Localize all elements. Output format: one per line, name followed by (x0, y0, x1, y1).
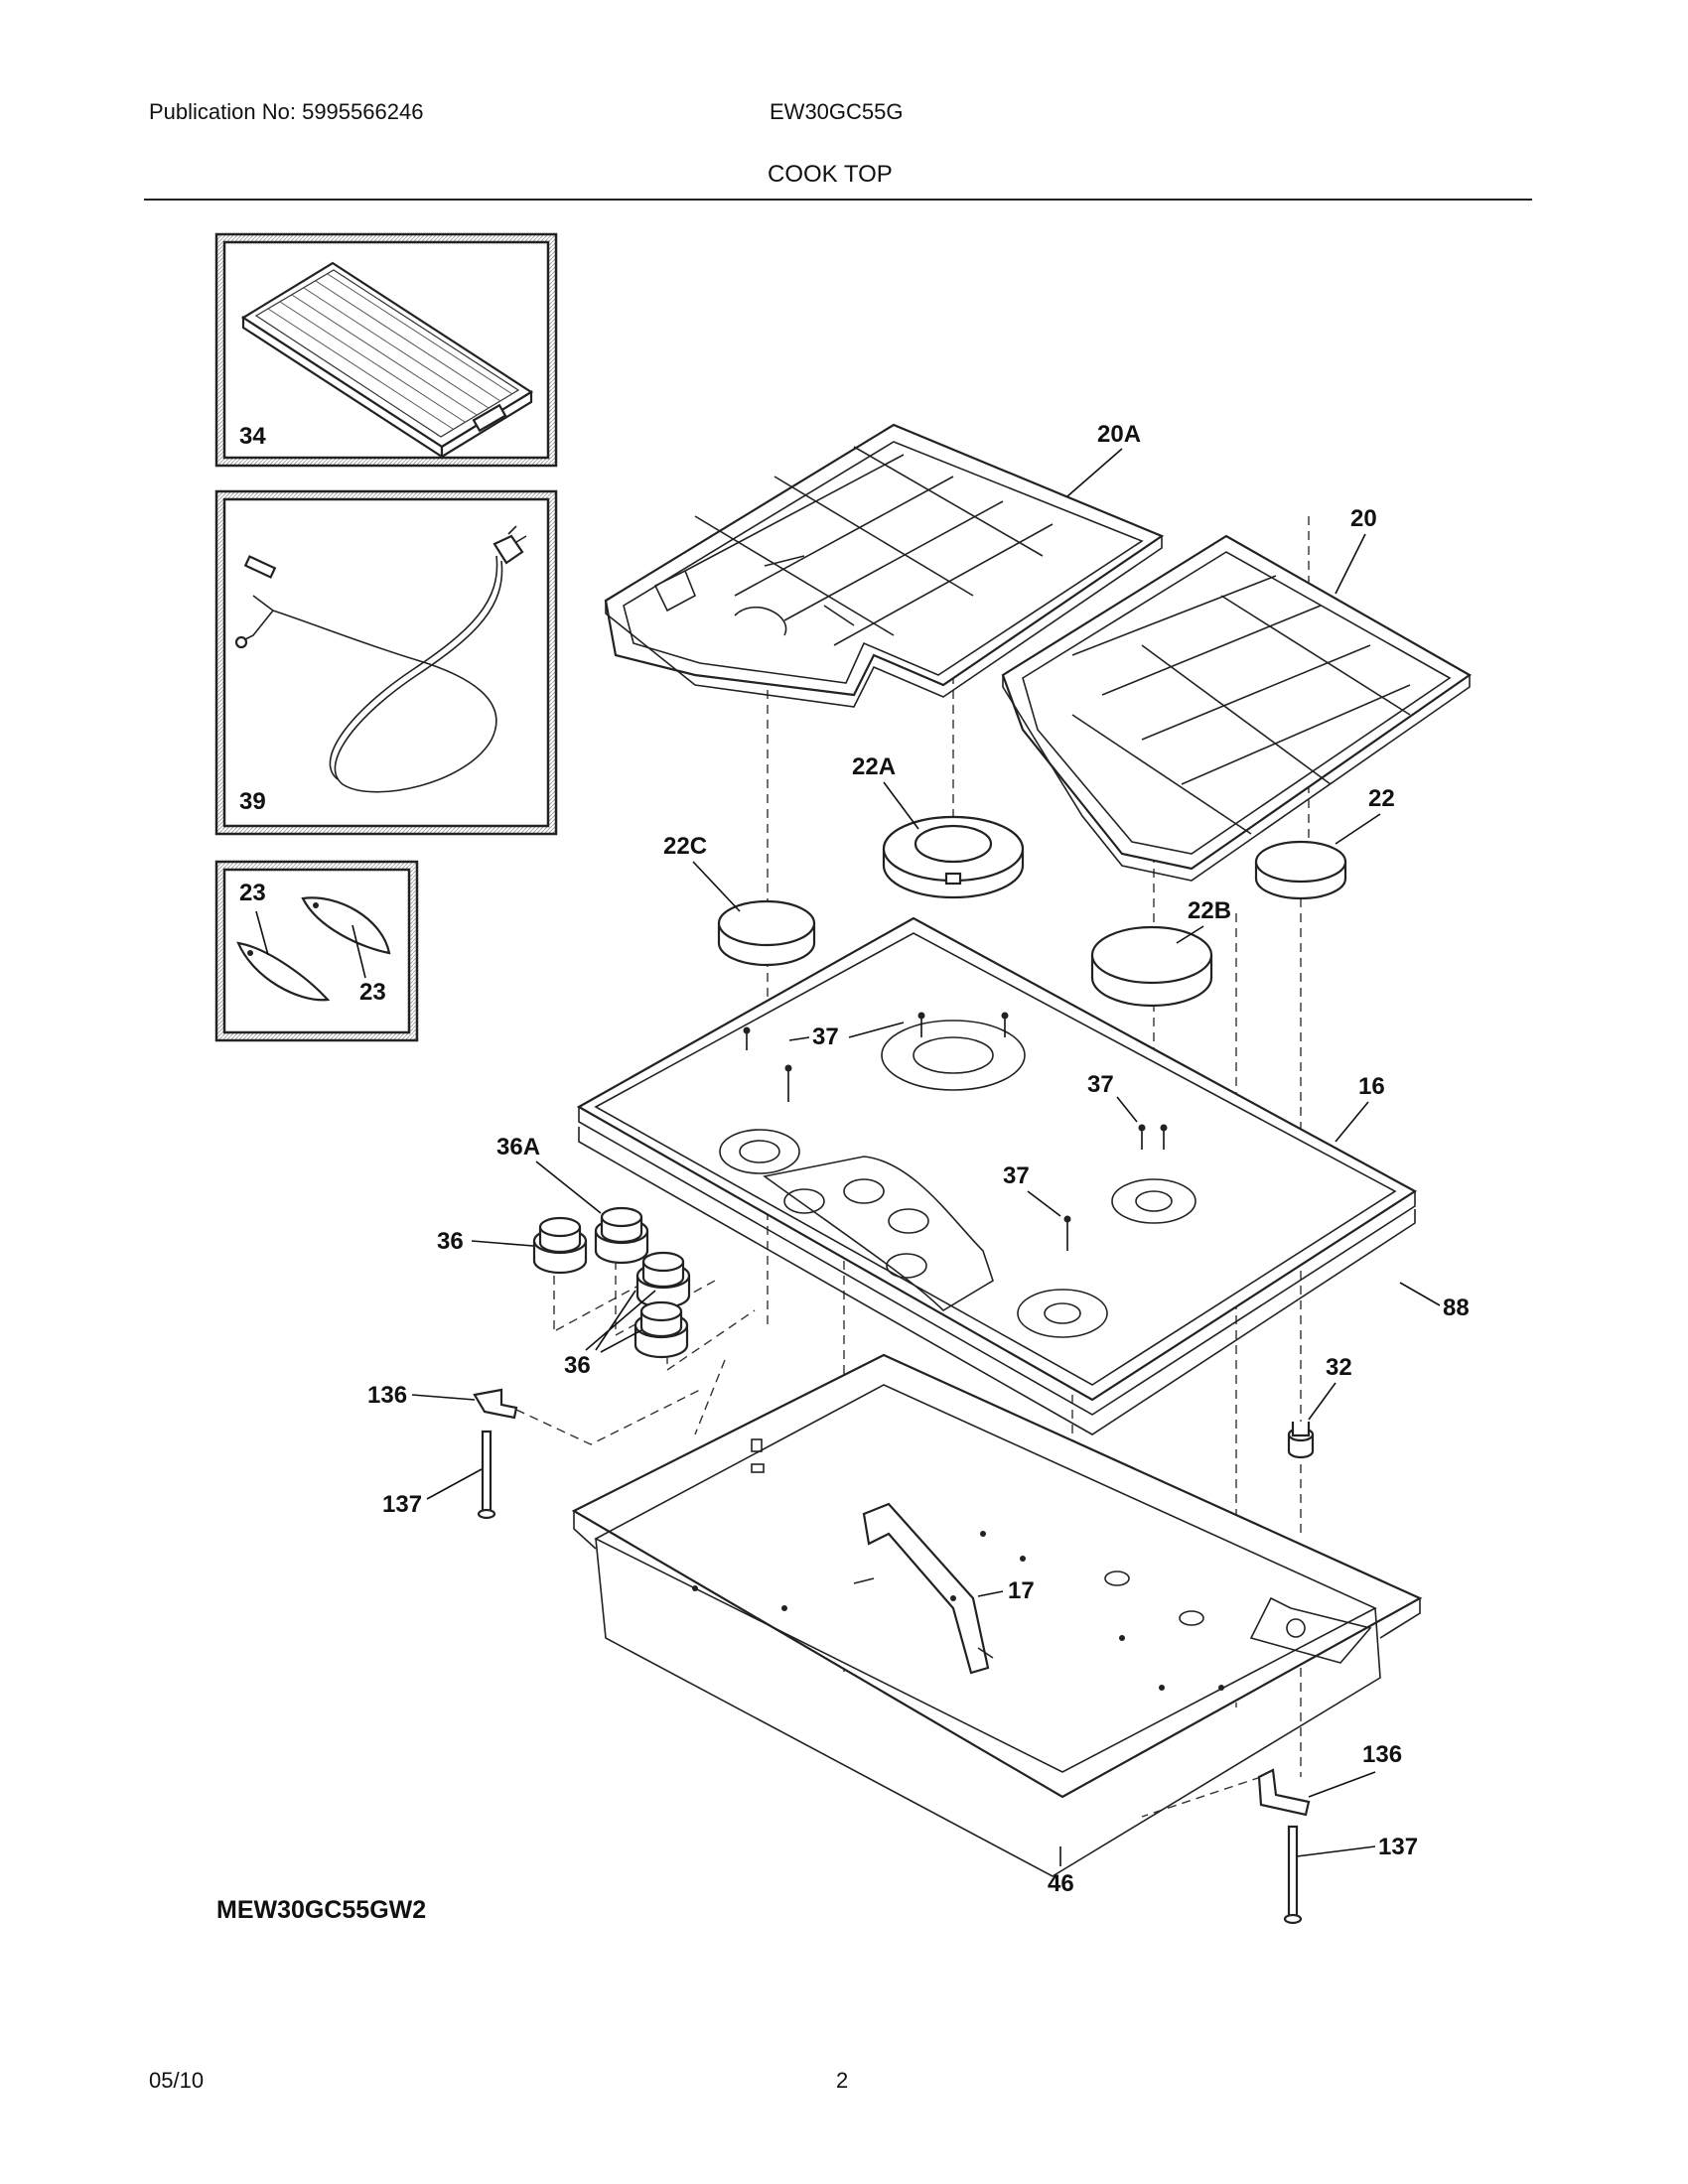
screw-c-label: 37 (1003, 1162, 1030, 1189)
bracket-left (473, 1388, 518, 1420)
knob-icon (635, 1251, 691, 1309)
knob-icon (594, 1206, 649, 1265)
regulator-label: 32 (1326, 1354, 1352, 1381)
knob-36a-label: 36A (496, 1134, 540, 1160)
bolt-right-label: 137 (1378, 1834, 1418, 1860)
bracket-right-label: 136 (1362, 1741, 1402, 1768)
screw-a-label: 37 (812, 1024, 839, 1050)
grate-right-label: 20 (1350, 505, 1377, 532)
power-cord-icon (234, 525, 527, 793)
screw-b-label: 37 (1087, 1071, 1114, 1098)
bolt-left (477, 1430, 496, 1520)
header-rule (144, 199, 1532, 201)
burner-22a-label: 22A (852, 753, 896, 780)
gasket-label: 88 (1443, 1295, 1470, 1321)
footer-date: 05/10 (149, 2068, 205, 2093)
burner-22c (717, 899, 816, 967)
grate-right (1001, 534, 1473, 882)
inset-power-cord: 39 (214, 489, 558, 836)
burner-box (571, 1353, 1423, 1877)
knob-icon (633, 1300, 689, 1359)
burner-22-label: 22 (1368, 785, 1395, 812)
burner-22c-label: 22C (663, 833, 707, 860)
bracket-right (1257, 1768, 1311, 1817)
inset-griddle: 34 (214, 232, 558, 468)
cooktop-label: 16 (1358, 1073, 1385, 1100)
footer-page: 2 (836, 2068, 849, 2093)
burner-22 (1254, 840, 1347, 900)
burner-22b (1090, 925, 1213, 1008)
burner-box-label: 46 (1048, 1870, 1074, 1897)
bolt-right (1283, 1825, 1303, 1925)
clip-a-label: 23 (239, 880, 266, 906)
griddle-icon (240, 261, 534, 460)
cooktop (576, 916, 1418, 1435)
knob-36-group-label: 36 (564, 1352, 591, 1379)
clip-b-label: 23 (359, 979, 386, 1006)
grate-left (604, 423, 1165, 708)
knob-36-label: 36 (437, 1228, 464, 1255)
knob-icon (532, 1216, 588, 1275)
burner-22b-label: 22B (1188, 897, 1231, 924)
inset-clips: 23 23 (214, 860, 419, 1042)
model-number: MEW30GC55GW2 (216, 1896, 426, 1924)
burner-22a (882, 815, 1025, 899)
clip-icon (301, 896, 391, 955)
power-cord-label: 39 (239, 788, 266, 815)
screws (743, 1012, 1168, 1251)
section-title: COOK TOP (768, 161, 893, 188)
griddle-label: 34 (239, 423, 266, 450)
publication-number: Publication No: 5995566246 (149, 99, 424, 124)
bracket-left-label: 136 (367, 1382, 407, 1409)
knobs (532, 1206, 691, 1359)
regulator (1287, 1422, 1315, 1459)
support-label: 17 (1008, 1577, 1035, 1604)
model-header: EW30GC55G (770, 99, 904, 124)
bolt-left-label: 137 (382, 1491, 422, 1518)
grate-left-label: 20A (1097, 421, 1141, 448)
